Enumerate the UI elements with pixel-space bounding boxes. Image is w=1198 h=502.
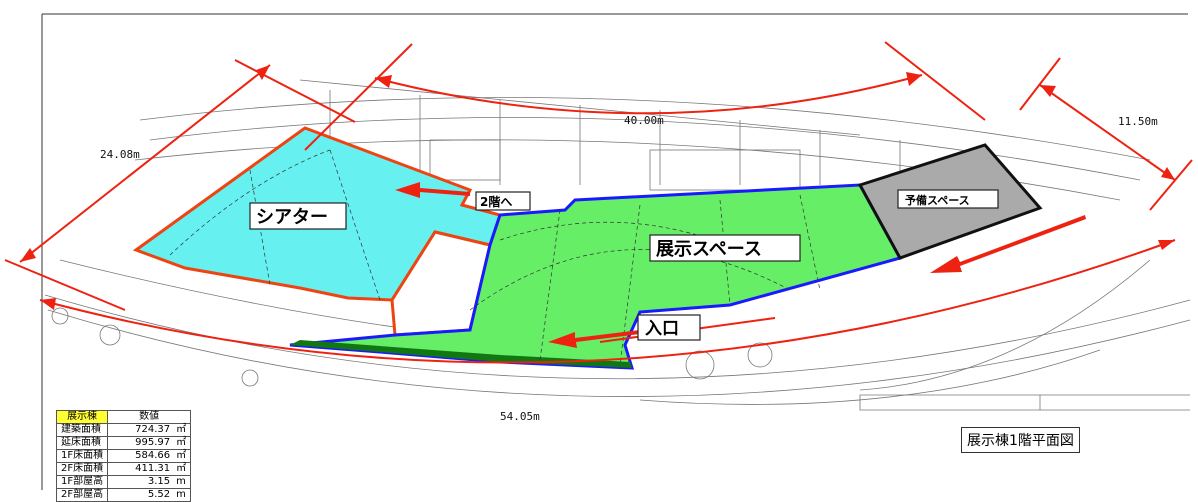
width-right-dimension: 11.50m <box>1118 115 1158 128</box>
table-row: 2F部屋高 5.52 m <box>55 488 192 502</box>
table-header-label: 展示棟 <box>55 410 109 424</box>
theater-label-box <box>249 202 347 230</box>
reserve-label: 予備スペース <box>905 193 970 207</box>
reserve-arrow-icon <box>930 215 1086 273</box>
theater-label: シアター <box>256 207 328 228</box>
theater-arrow-icon <box>395 182 470 198</box>
entrance-label-box <box>637 314 701 341</box>
entrance-label: 入口 <box>645 319 679 339</box>
specification-table: 展示棟 数値 建築面積 724.37 ㎡ 延床面積 995.97 ㎡ 1F床面積… <box>55 410 192 502</box>
dimension-arrowheads <box>20 65 1175 310</box>
direction-arrows <box>395 182 1086 348</box>
exhibition-label: 展示スペース <box>656 239 762 260</box>
table-cell-unit: m <box>174 488 192 502</box>
table-cell-unit: ㎡ <box>174 423 192 437</box>
entrance-arrow-icon <box>548 330 640 348</box>
table-row: 建築面積 724.37 ㎡ <box>55 423 192 437</box>
table-cell-value: 995.97 <box>107 436 175 450</box>
table-cell-unit: m <box>174 475 192 489</box>
table-cell-label: 延床面積 <box>55 436 109 450</box>
table-header-value: 数値 <box>107 410 192 424</box>
table-cell-label: 2F部屋高 <box>55 488 109 502</box>
table-cell-unit: ㎡ <box>174 436 192 450</box>
table-cell-label: 建築面積 <box>55 423 109 437</box>
exhibition-hatch <box>290 340 632 368</box>
table-row: 2F床面積 411.31 ㎡ <box>55 462 192 476</box>
table-cell-unit: ㎡ <box>174 462 192 476</box>
sheet-title: 展示棟1階平面図 <box>961 427 1080 453</box>
table-cell-value: 3.15 <box>107 475 175 489</box>
table-row: 1F部屋高 3.15 m <box>55 475 192 489</box>
table-cell-unit: ㎡ <box>174 449 192 463</box>
table-cell-value: 5.52 <box>107 488 175 502</box>
table-header-row: 展示棟 数値 <box>55 410 192 424</box>
table-cell-value: 724.37 <box>107 423 175 437</box>
table-cell-value: 584.66 <box>107 449 175 463</box>
table-row: 1F床面積 584.66 ㎡ <box>55 449 192 463</box>
length-top-dimension: 40.00m <box>624 114 664 127</box>
dimension-lines <box>4 41 1193 364</box>
table-cell-label: 2F床面積 <box>55 462 109 476</box>
table-cell-label: 1F部屋高 <box>55 475 109 489</box>
exhibition-label-box <box>649 234 801 262</box>
table-cell-value: 411.31 <box>107 462 175 476</box>
reserve-label-box <box>897 189 999 209</box>
length-bottom-dimension: 54.05m <box>500 410 540 423</box>
to-second-floor-label: 2階へ <box>480 194 512 209</box>
width-left-dimension: 24.08m <box>100 148 140 161</box>
table-row: 延床面積 995.97 ㎡ <box>55 436 192 450</box>
to-second-floor-label-box <box>475 191 531 211</box>
table-cell-label: 1F床面積 <box>55 449 109 463</box>
